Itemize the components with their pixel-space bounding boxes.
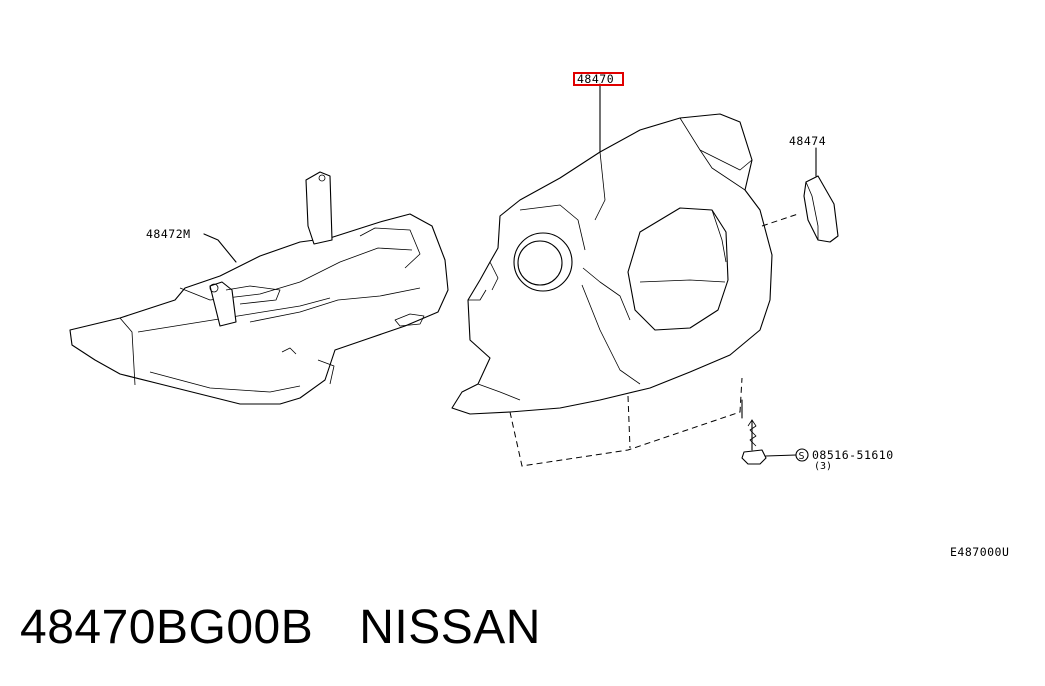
callout-screw-part[interactable]: 08516-51610 [812,448,894,462]
screw-symbol: S [799,451,805,462]
screw-illustration [741,399,809,465]
column-cap-illustration [803,147,839,243]
part-title: 48470BG00B NISSAN [20,598,541,658]
callout-right-part[interactable]: 48474 [789,134,826,148]
illustration-code: E487000U [950,545,1009,559]
callout-left-part[interactable]: 48472M [146,227,191,241]
part-number: 48470BG00B [20,601,314,654]
callout-screw-qty: (3) [814,461,832,472]
highlight-box [573,72,624,86]
brand-name: NISSAN [359,601,541,654]
left-part-leader [203,233,237,263]
upper-column-cover-illustration [451,83,799,467]
callout-main-part[interactable]: 48470 [577,72,614,86]
lower-column-cover-illustration [69,171,449,405]
